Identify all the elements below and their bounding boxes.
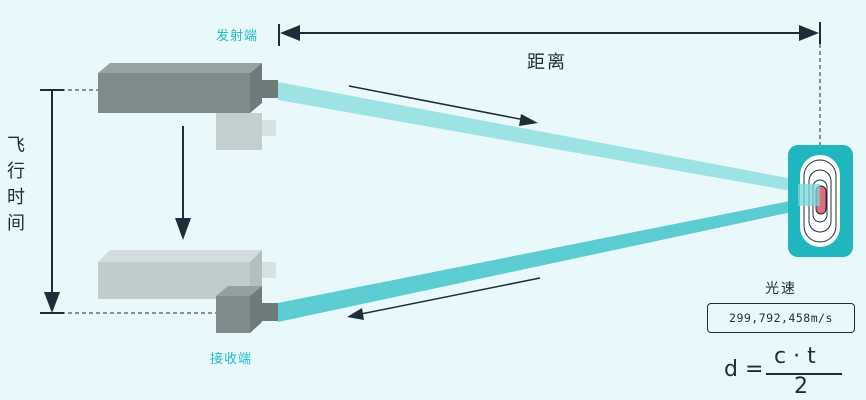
distance-label: 距离: [527, 52, 567, 73]
move-arrow: [175, 126, 191, 240]
speed-value-box: 299,792,458m/s: [707, 303, 855, 333]
direction-arrows: [347, 85, 541, 320]
emitter-label: 发射端: [216, 29, 259, 44]
target: [788, 145, 853, 257]
return-beam: [278, 195, 820, 322]
receiver-device: [98, 250, 278, 333]
arrow-right-icon: [519, 114, 538, 126]
arrow-left-icon: [347, 308, 364, 320]
formula-lhs: d =: [724, 357, 764, 382]
receiver-label: 接收端: [210, 352, 253, 367]
distance-formula: d = c · t 2: [724, 344, 844, 400]
distance-dimension: [278, 22, 821, 145]
formula-numerator: c · t: [774, 344, 816, 369]
fraction-bar: [766, 373, 842, 375]
light-speed-label: 光速: [765, 281, 797, 297]
arrow-down-icon: [44, 292, 60, 313]
flight-time-label: 飞行时间: [4, 135, 25, 239]
arrow-down-icon: [175, 218, 191, 240]
outgoing-beam: [278, 82, 820, 196]
formula-denominator: 2: [794, 374, 808, 399]
emitter-device: [98, 63, 278, 150]
arrow-left-icon: [280, 25, 300, 41]
arrow-right-icon: [799, 25, 819, 41]
